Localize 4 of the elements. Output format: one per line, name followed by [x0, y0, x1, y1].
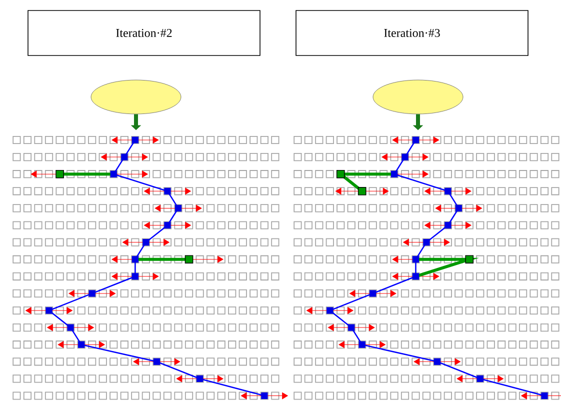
title-box: Iteration·#3 [296, 10, 528, 56]
title-box: Iteration·#2 [28, 10, 260, 56]
ellipse [90, 80, 182, 114]
ellipse [372, 80, 464, 114]
